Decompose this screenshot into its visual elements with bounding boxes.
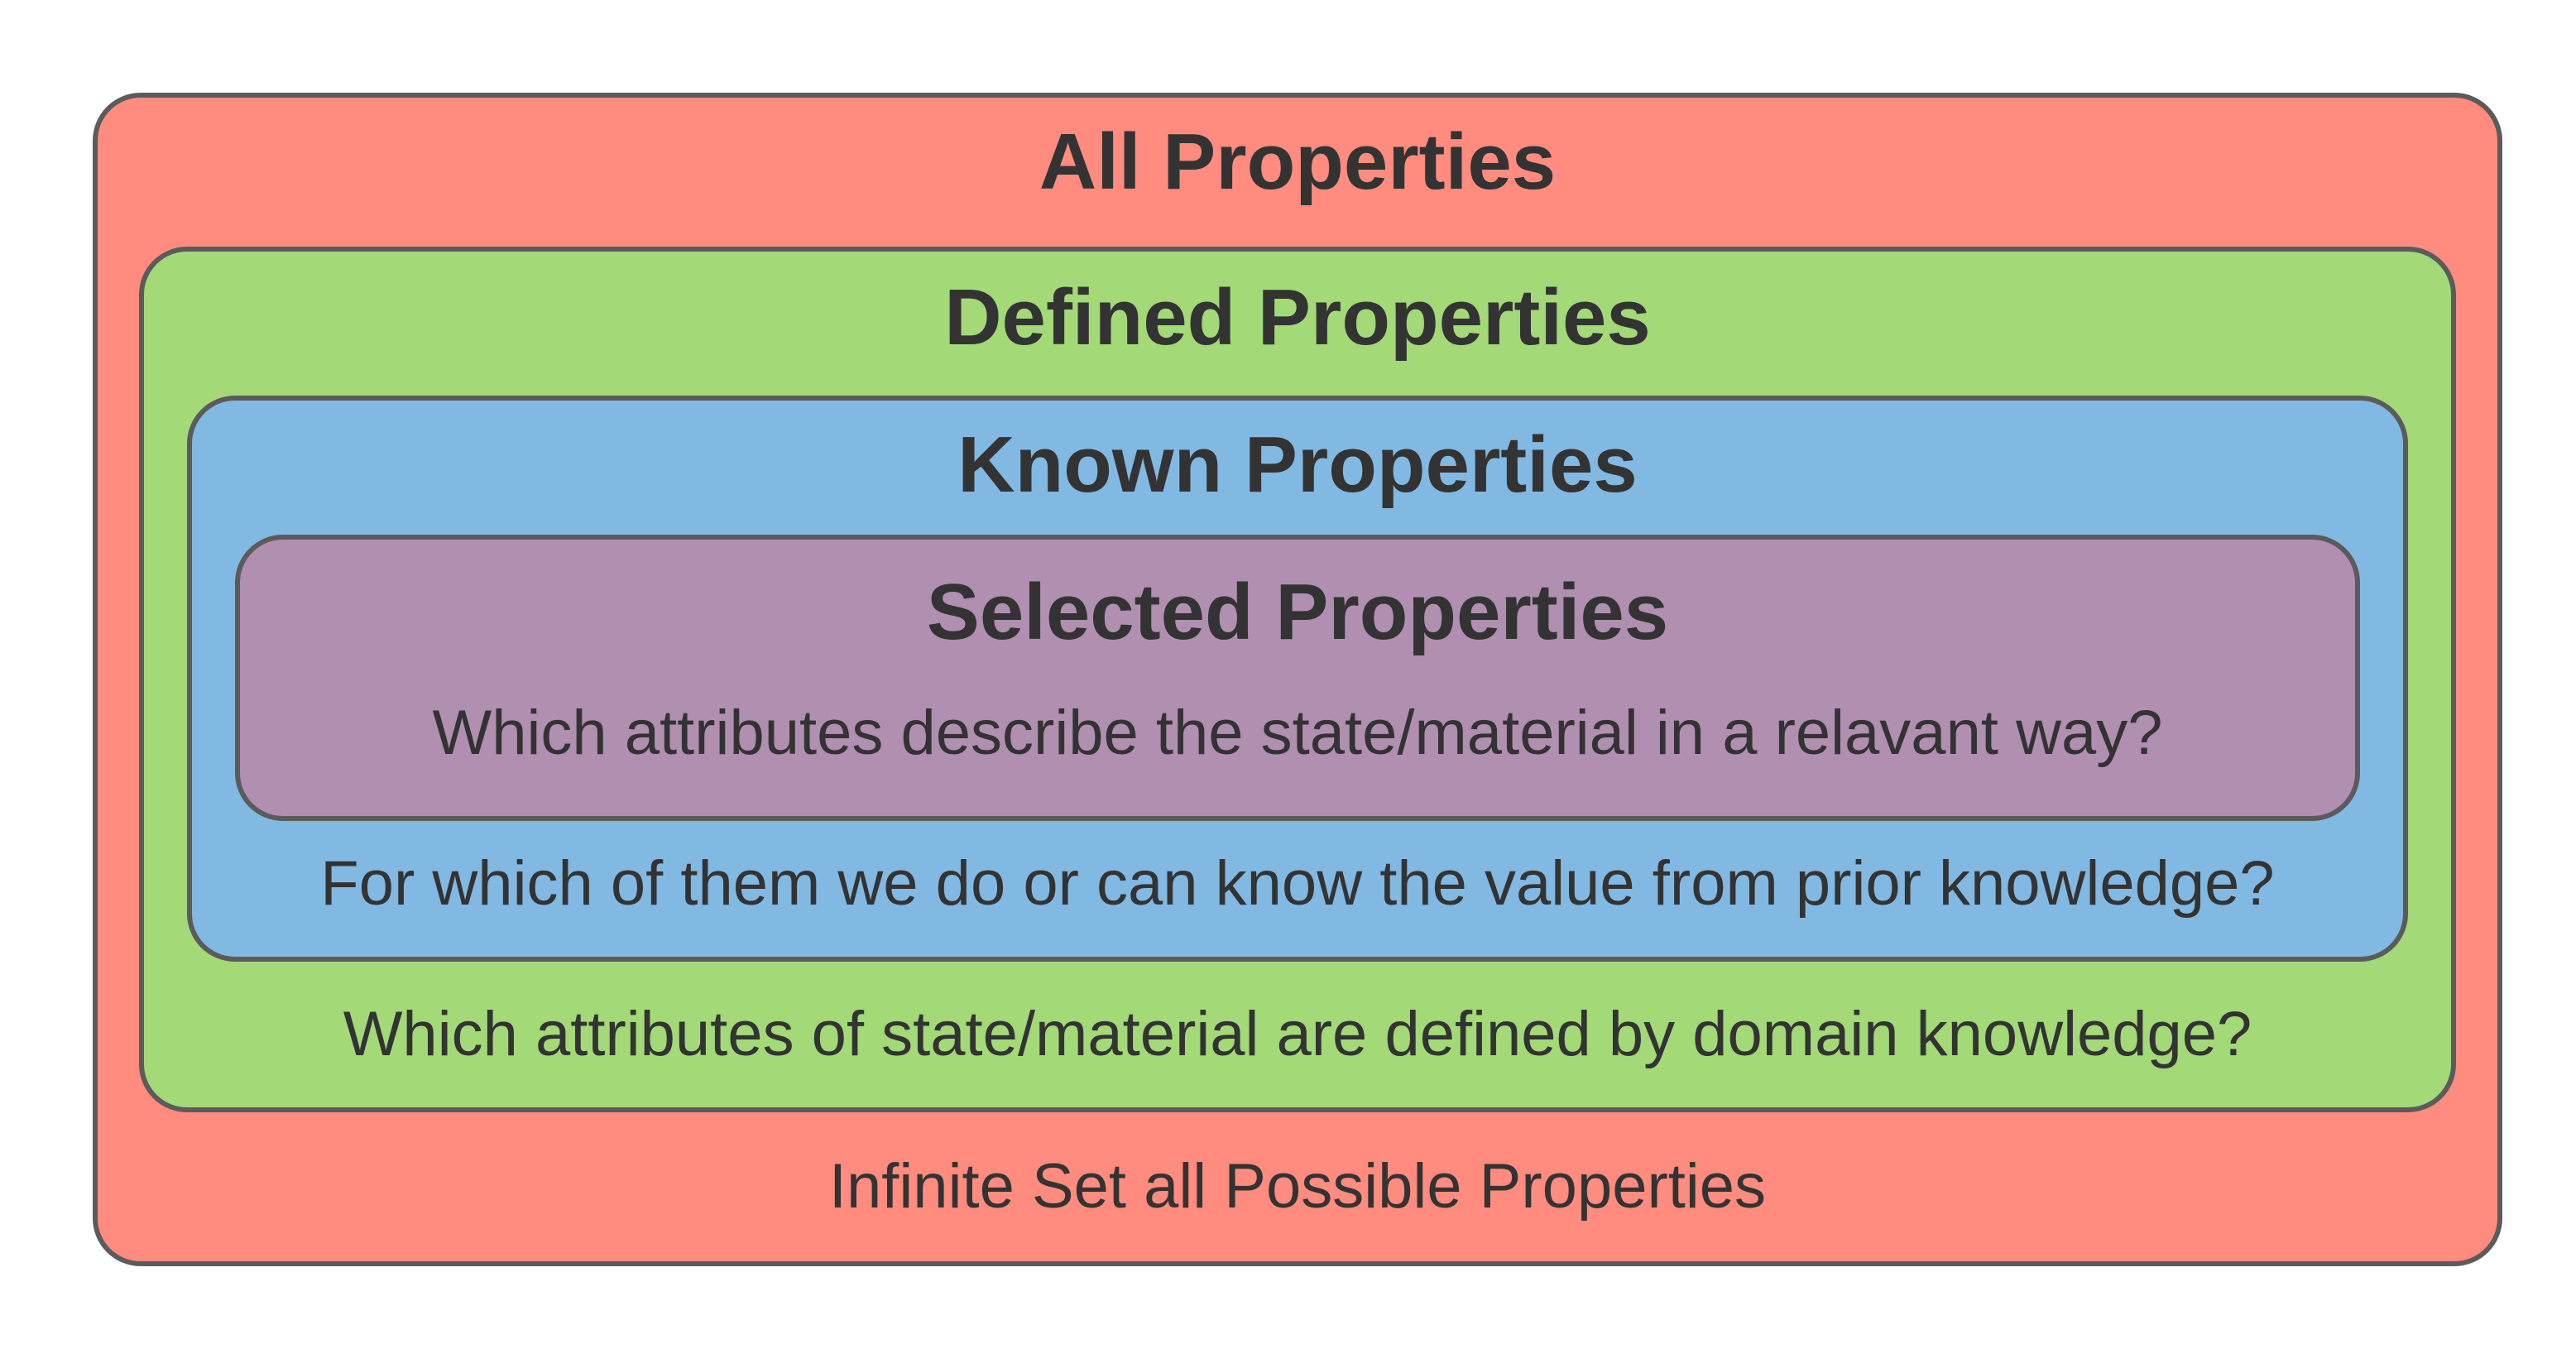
defined-properties-title: Defined Properties (944, 273, 1651, 362)
defined-properties-description: Which attributes of state/material are d… (343, 999, 2252, 1069)
known-properties-description: For which of them we do or can know the … (320, 848, 2275, 919)
all-properties-title: All Properties (1039, 118, 1557, 206)
selected-properties-box: Selected Properties Which attributes des… (235, 535, 2360, 821)
all-properties-description: Infinite Set all Possible Properties (828, 1151, 1767, 1222)
selected-properties-description: Which attributes describe the state/mate… (432, 698, 2163, 768)
known-properties-title: Known Properties (957, 420, 1638, 509)
selected-properties-title: Selected Properties (926, 568, 1669, 656)
